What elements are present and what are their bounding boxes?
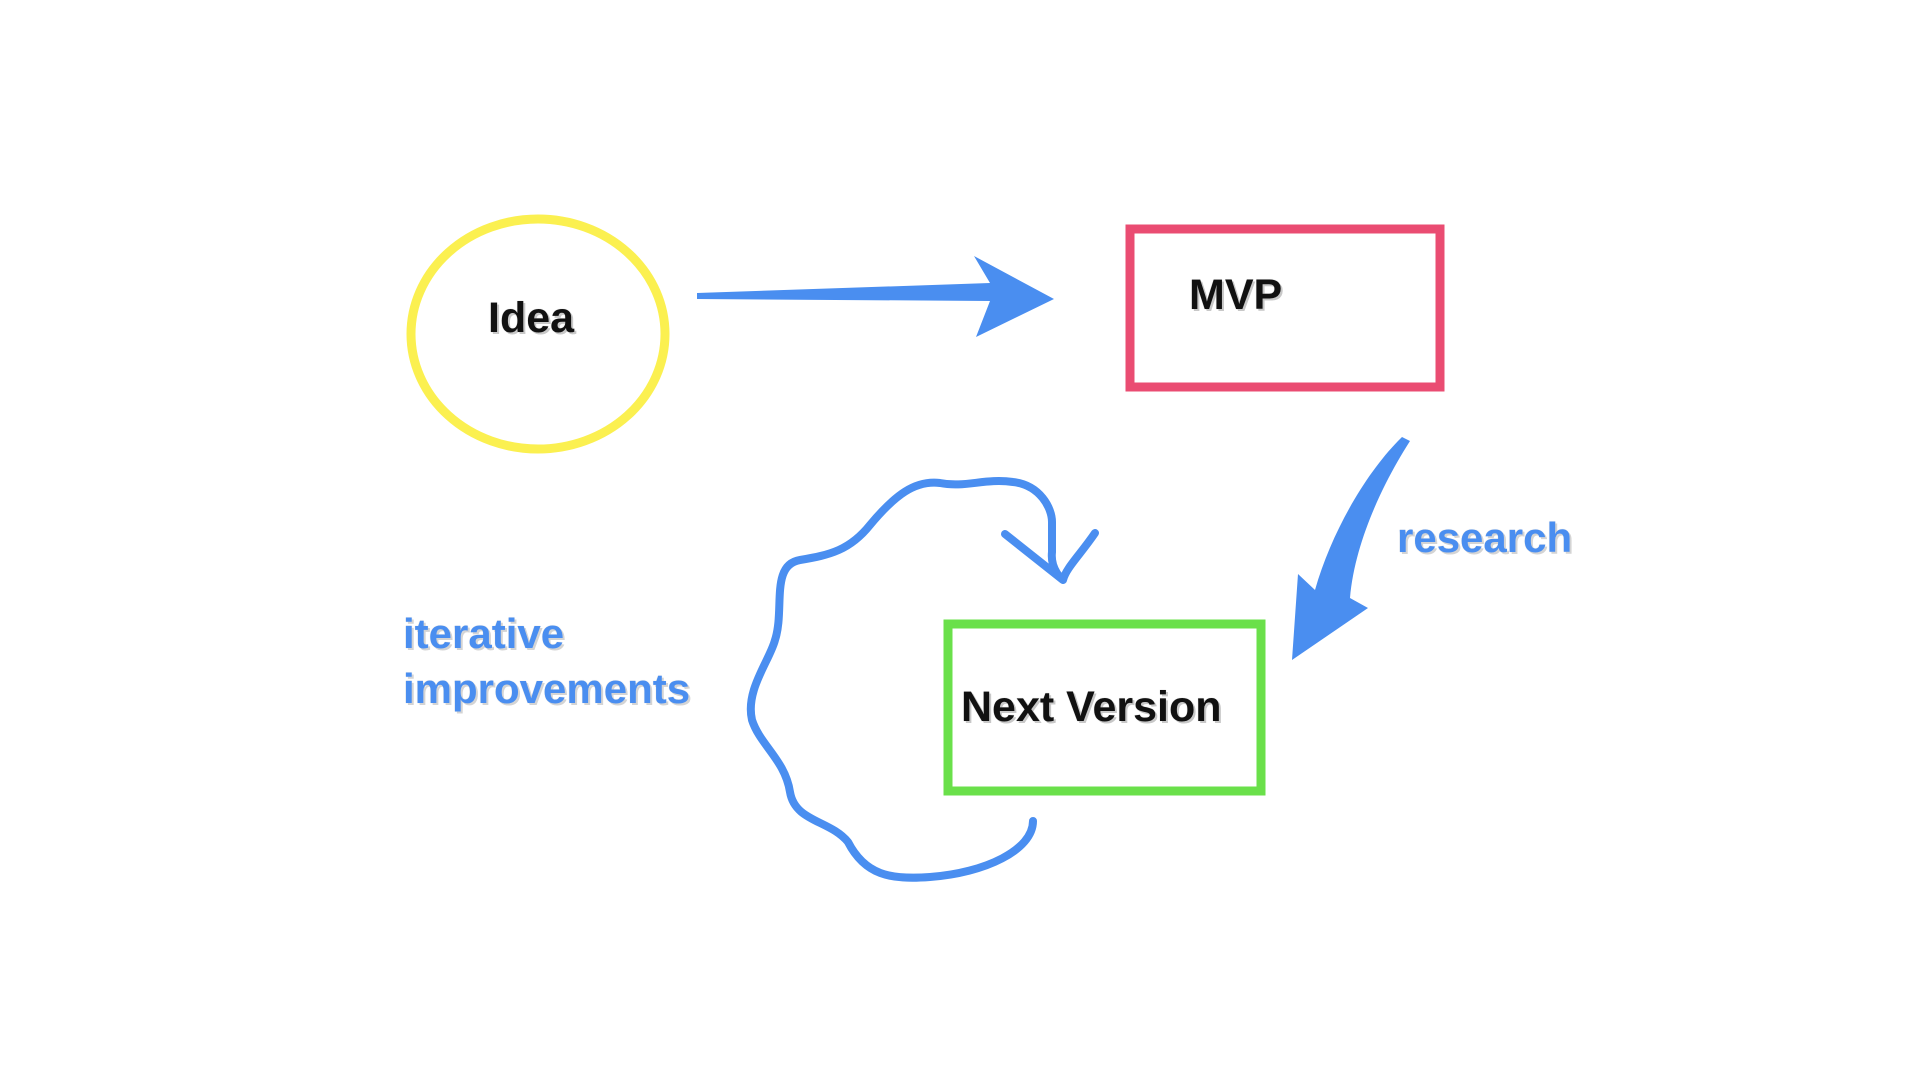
research-edge-label: research	[1397, 514, 1573, 561]
iterative-label-line1: iterative	[403, 610, 565, 657]
iterative-improvements-label: iterative improvements	[403, 606, 690, 716]
mvp-to-next-version-arrow	[1292, 437, 1410, 660]
mvp-node-rect	[1125, 224, 1445, 392]
idea-node-label: Idea	[488, 294, 575, 342]
next-version-node-rect	[943, 619, 1266, 796]
idea-node-ellipse	[406, 214, 670, 454]
next-version-node-label: Next Version	[961, 683, 1222, 731]
iterative-improvements-loop	[746, 477, 1099, 882]
iterative-label-line2: improvements	[403, 665, 691, 712]
mvp-node-label: MVP	[1189, 271, 1283, 319]
idea-to-mvp-arrow	[697, 256, 1054, 337]
